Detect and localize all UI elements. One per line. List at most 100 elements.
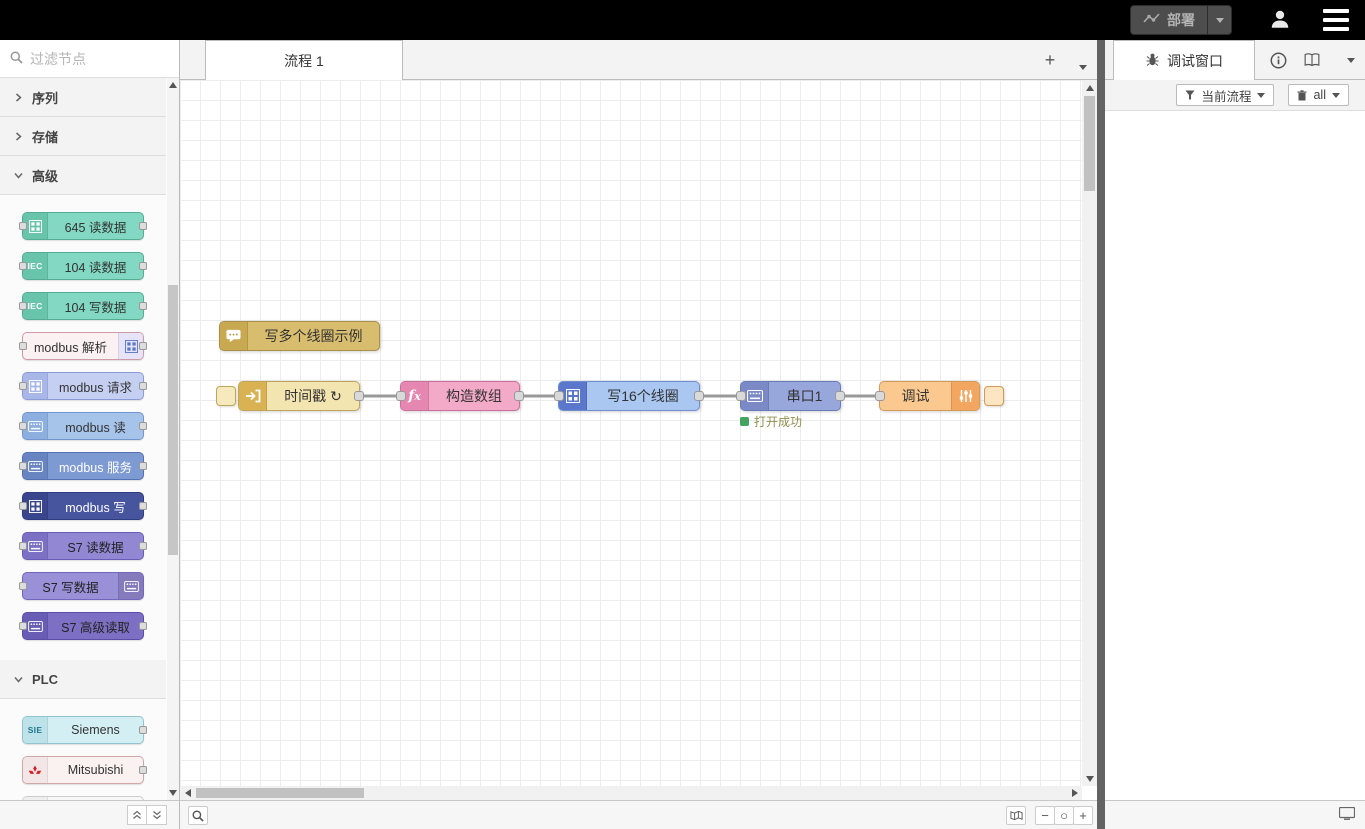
zoom-reset-button[interactable]: ○ — [1054, 806, 1074, 825]
input-port[interactable] — [19, 462, 27, 470]
input-port[interactable] — [554, 391, 564, 401]
output-port[interactable] — [139, 622, 147, 630]
output-port[interactable] — [139, 302, 147, 310]
tab-flow-1[interactable]: 流程 1 — [205, 40, 403, 80]
output-port[interactable] — [139, 766, 147, 774]
palette-node[interactable]: S7 写数据 — [19, 572, 144, 600]
input-port[interactable] — [875, 391, 885, 401]
palette-node[interactable]: modbus 解析 — [19, 332, 147, 360]
zoom-search-button[interactable] — [188, 806, 208, 825]
palette-node[interactable]: IEC 104 读数据 — [19, 252, 147, 280]
palette-node[interactable]: S7 高级读取 — [19, 612, 147, 640]
palette-node[interactable]: 645 读数据 — [19, 212, 147, 240]
input-port[interactable] — [19, 342, 27, 350]
output-port[interactable] — [139, 462, 147, 470]
panel-splitter[interactable] — [1097, 40, 1105, 829]
main-menu-button[interactable] — [1323, 9, 1349, 31]
palette-node[interactable]: modbus 服务 — [19, 452, 147, 480]
debug-messages-area[interactable] — [1105, 111, 1365, 800]
input-port[interactable] — [19, 222, 27, 230]
output-port[interactable] — [139, 422, 147, 430]
scroll-up-arrow[interactable] — [1082, 80, 1097, 95]
scroll-down-arrow[interactable] — [1082, 771, 1097, 786]
serial-keyboard-icon — [23, 613, 48, 639]
palette-node[interactable]: IEC 104 写数据 — [19, 292, 147, 320]
bit-grid-icon — [118, 333, 143, 359]
palette-search-input[interactable] — [30, 50, 169, 67]
output-port[interactable] — [139, 222, 147, 230]
docs-tab[interactable] — [1302, 51, 1322, 69]
scroll-down-arrow[interactable] — [167, 786, 179, 800]
scroll-left-arrow[interactable] — [180, 786, 195, 800]
output-port[interactable] — [139, 262, 147, 270]
user-menu-button[interactable] — [1267, 7, 1293, 33]
write-coils-node[interactable]: 写16个线圈 — [554, 381, 704, 411]
output-port[interactable] — [354, 391, 364, 401]
serial-port-node[interactable]: 串口1 — [736, 381, 845, 411]
info-tab[interactable] — [1268, 51, 1288, 69]
zoom-in-button[interactable]: + — [1073, 806, 1093, 825]
output-port[interactable] — [139, 342, 147, 350]
output-port[interactable] — [835, 391, 845, 401]
deploy-options-caret[interactable] — [1207, 6, 1231, 34]
palette-node[interactable]: modbus 读 — [19, 412, 147, 440]
output-port[interactable] — [139, 726, 147, 734]
input-port[interactable] — [19, 542, 27, 550]
palette-category-storage[interactable]: 存储 — [0, 117, 166, 156]
palette-node[interactable]: modbus 写 — [19, 492, 147, 520]
debug-node[interactable]: 调试 — [875, 381, 980, 411]
inject-icon — [239, 382, 267, 410]
palette-node[interactable]: SIE Siemens — [22, 716, 147, 744]
inject-node-label: 时间戳 ↻ — [284, 388, 342, 404]
output-port[interactable] — [139, 382, 147, 390]
debug-clear-button[interactable]: all — [1288, 84, 1349, 106]
function-node[interactable]: fx 构造数组 — [396, 381, 524, 411]
palette-node[interactable]: Mitsubishi — [22, 756, 147, 784]
flow-list-caret[interactable] — [1079, 57, 1087, 73]
node-status: 打开成功 — [740, 413, 802, 430]
iec-icon: IEC — [23, 253, 48, 279]
debug-filter-button[interactable]: 当前流程 — [1176, 84, 1275, 106]
scroll-up-arrow[interactable] — [167, 78, 179, 92]
input-port[interactable] — [19, 302, 27, 310]
zoom-out-button[interactable]: − — [1035, 806, 1055, 825]
output-port[interactable] — [514, 391, 524, 401]
input-port[interactable] — [19, 422, 27, 430]
tab-debug[interactable]: 调试窗口 — [1113, 40, 1255, 80]
palette-category-advanced[interactable]: 高级 — [0, 156, 166, 195]
sidebar-menu-caret[interactable] — [1341, 51, 1361, 69]
flow-tab-label: 流程 1 — [284, 52, 324, 69]
comment-node[interactable]: 写多个线圈示例 — [219, 321, 380, 351]
input-port[interactable] — [19, 582, 27, 590]
open-debug-window-button[interactable] — [1338, 806, 1356, 824]
palette-node[interactable]: modbus 请求 — [19, 372, 147, 400]
deploy-icon — [1143, 12, 1160, 28]
input-port[interactable] — [19, 262, 27, 270]
scroll-right-arrow[interactable] — [1067, 786, 1082, 800]
add-flow-button[interactable]: + — [1044, 49, 1056, 70]
flow-canvas[interactable]: 写多个线圈示例 时间戳 ↻ fx 构造数组 写16个线圈 — [180, 80, 1082, 786]
palette-category-sequence[interactable]: 序列 — [0, 78, 166, 117]
input-port[interactable] — [19, 502, 27, 510]
output-port[interactable] — [139, 502, 147, 510]
palette-category-plc[interactable]: PLC — [0, 660, 166, 699]
output-port[interactable] — [694, 391, 704, 401]
debug-toggle-button[interactable] — [984, 386, 1004, 406]
palette-node-label: S7 读数据 — [67, 540, 124, 555]
inject-trigger-button[interactable] — [216, 386, 236, 406]
palette-scrollbar-thumb[interactable] — [168, 285, 178, 555]
input-port[interactable] — [736, 391, 746, 401]
expand-all-button[interactable] — [147, 805, 167, 825]
palette-node[interactable]: S7 读数据 — [19, 532, 147, 560]
output-port[interactable] — [139, 542, 147, 550]
horizontal-scrollbar-thumb[interactable] — [196, 788, 364, 798]
inject-node[interactable]: 时间戳 ↻ — [238, 381, 364, 411]
input-port[interactable] — [19, 382, 27, 390]
vertical-scrollbar-thumb[interactable] — [1084, 96, 1095, 191]
input-port[interactable] — [396, 391, 406, 401]
palette-node-partial[interactable] — [22, 796, 144, 800]
input-port[interactable] — [19, 622, 27, 630]
deploy-button[interactable]: 部署 — [1130, 5, 1232, 35]
navigator-toggle-button[interactable] — [1006, 806, 1026, 825]
collapse-all-button[interactable] — [127, 805, 147, 825]
